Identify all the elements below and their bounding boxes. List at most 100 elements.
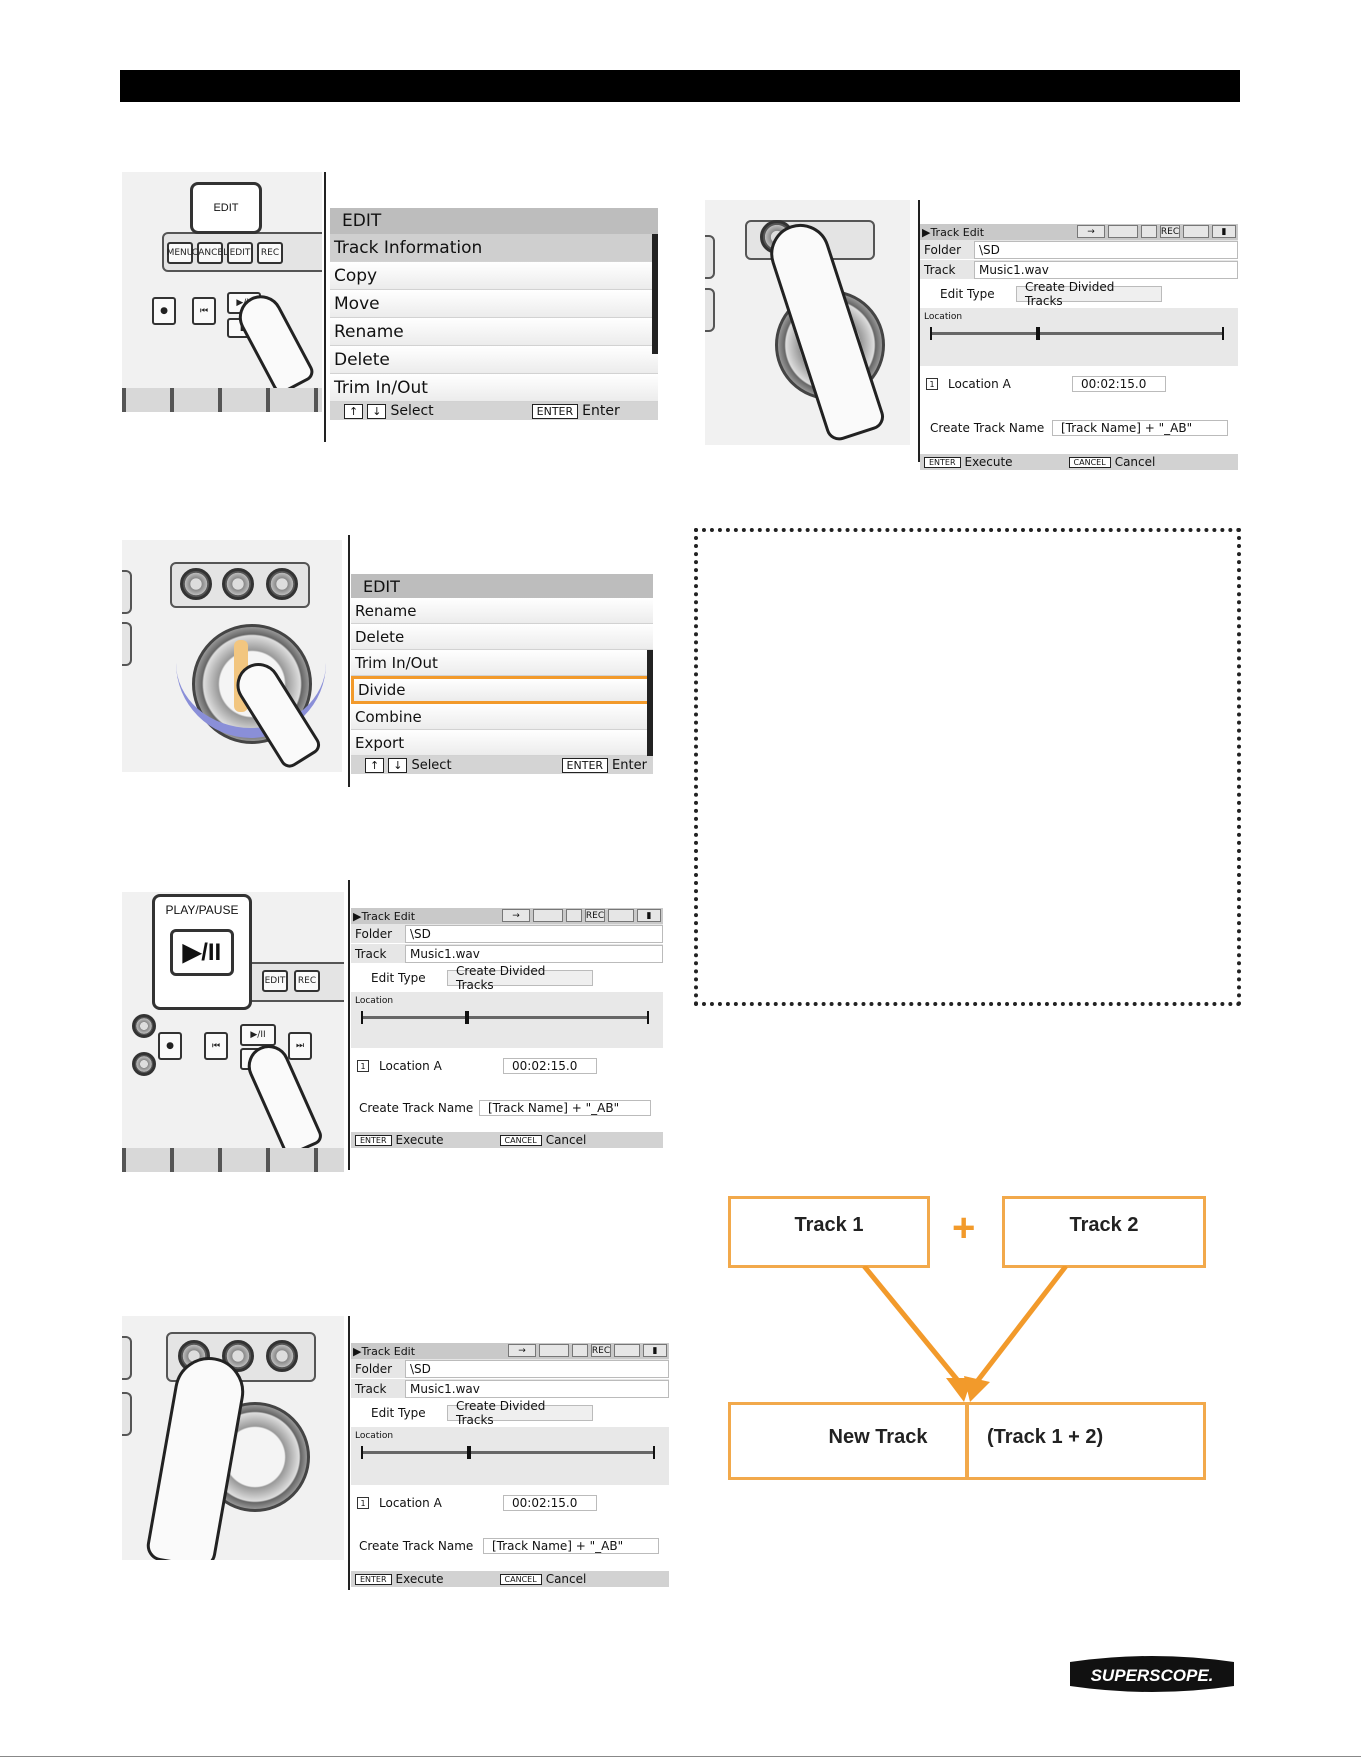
track-label: Track <box>355 946 387 961</box>
track-edit-title-bar: ▶Track Edit →REC▮ <box>351 908 663 924</box>
track-1-label: Track 1 <box>794 1213 864 1236</box>
enter-key: ENTER <box>924 456 961 468</box>
location-label: Location <box>355 996 394 1006</box>
menu-footer: ↑↓ Select ENTER Enter <box>330 402 658 420</box>
track-name-value[interactable]: [Track Name] + "_AB" <box>479 1100 651 1116</box>
folder-value: \SD <box>405 924 663 943</box>
location-number: 1 <box>357 1060 369 1072</box>
location-a-value[interactable]: 00:02:15.0 <box>1072 376 1166 392</box>
rec-indicator: REC <box>1160 225 1180 238</box>
photo-jog-knob <box>705 200 910 445</box>
menu-item-divide[interactable]: Divide <box>351 676 653 704</box>
header-bar <box>120 70 1240 102</box>
execute-label[interactable]: Execute <box>964 455 1013 469</box>
edit-type-value[interactable]: Create Divided Tracks <box>447 964 593 992</box>
folder-label: Folder <box>924 242 962 257</box>
track-name-label: Create Track Name <box>359 1101 474 1115</box>
arrow-icon: → <box>1077 225 1105 238</box>
execute-label[interactable]: Execute <box>395 1572 444 1586</box>
location-marker[interactable] <box>466 1446 471 1459</box>
finger-icon <box>231 287 317 397</box>
track-label: Track <box>355 1381 387 1396</box>
track-edit-title: ▶Track Edit <box>353 909 416 923</box>
location-bar[interactable] <box>361 1446 655 1459</box>
folder-value: \SD <box>974 240 1238 259</box>
menu-item-trim[interactable]: Trim In/Out <box>330 374 658 402</box>
battery-icon: ▮ <box>643 1344 667 1357</box>
track-edit-title: ▶Track Edit <box>353 1344 416 1358</box>
callout-edit-label: EDIT <box>213 202 239 214</box>
folder-label: Folder <box>355 926 393 941</box>
menu-item-move[interactable]: Move <box>330 290 658 318</box>
plus-icon: + <box>952 1206 976 1250</box>
location-number: 1 <box>926 378 938 390</box>
location-bar[interactable] <box>930 327 1224 340</box>
arrow-icon: → <box>508 1344 536 1357</box>
menu-item-rename[interactable]: Rename <box>330 318 658 346</box>
menu-item-copy[interactable]: Copy <box>330 262 658 290</box>
scrollbar[interactable] <box>652 234 658 354</box>
cancel-key: CANCEL <box>1068 456 1111 468</box>
arrow-icon: → <box>502 909 530 922</box>
down-arrow-icon: ↓ <box>388 757 408 773</box>
edit-type-value[interactable]: Create Divided Tracks <box>1016 280 1162 308</box>
track-name-value[interactable]: [Track Name] + "_AB" <box>483 1538 659 1554</box>
down-arrow-icon: ↓ <box>367 403 387 419</box>
menu-item-combine[interactable]: Combine <box>351 704 653 730</box>
callout-play-pause-label: PLAY/PAUSE <box>165 903 239 917</box>
track-name-label: Create Track Name <box>359 1539 474 1553</box>
track-name-value[interactable]: [Track Name] + "_AB" <box>1052 420 1228 436</box>
menu-footer: ↑↓ Select ENTER Enter <box>351 756 653 774</box>
folder-value: \SD <box>405 1359 669 1378</box>
edit-key-callout: EDIT <box>190 182 262 234</box>
edit-menu-top: EDIT Track Information Copy Move Rename … <box>330 208 658 428</box>
menu-item-track-information[interactable]: Track Information <box>330 234 658 262</box>
menu-item-export[interactable]: Export <box>351 730 653 756</box>
location-a-value[interactable]: 00:02:15.0 <box>503 1058 597 1074</box>
location-marker[interactable] <box>1035 327 1040 340</box>
edit-type-label: Edit Type <box>371 1406 426 1420</box>
location-a-value[interactable]: 00:02:15.0 <box>503 1495 597 1511</box>
menu-item-trim[interactable]: Trim In/Out <box>351 650 653 676</box>
new-track-label: New Track <box>828 1425 928 1448</box>
rec-indicator: REC <box>585 909 605 922</box>
track-label: Track <box>924 262 956 277</box>
rotate-arrow-icon <box>176 648 326 738</box>
location-label: Location <box>924 312 963 322</box>
menu-item-rename[interactable]: Rename <box>351 598 653 624</box>
location-a-label: Location A <box>948 377 1011 391</box>
track-value: Music1.wav <box>974 260 1238 279</box>
combined-track-box: (Track 1 + 2) <box>966 1402 1206 1480</box>
execute-label[interactable]: Execute <box>395 1133 444 1147</box>
cancel-key: CANCEL <box>499 1573 542 1585</box>
track-name-label: Create Track Name <box>930 421 1045 435</box>
scrollbar[interactable] <box>647 650 653 756</box>
cancel-label[interactable]: Cancel <box>545 1133 587 1147</box>
edit-type-value[interactable]: Create Divided Tracks <box>447 1399 593 1427</box>
combine-arrows-icon <box>862 1266 1068 1402</box>
edit-menu-divide: EDIT Rename Delete Trim In/Out Divide Co… <box>351 574 653 774</box>
enter-key: ENTER <box>561 757 609 773</box>
menu-item-delete[interactable]: Delete <box>351 624 653 650</box>
location-a-label: Location A <box>379 1059 442 1073</box>
menu-item-delete[interactable]: Delete <box>330 346 658 374</box>
photo-dial-rotate <box>122 540 342 772</box>
up-arrow-icon: ↑ <box>365 757 385 773</box>
location-panel: Location <box>351 1427 669 1485</box>
location-bar[interactable] <box>361 1011 649 1024</box>
play-pause-callout: PLAY/PAUSE ▶/II <box>152 894 252 1010</box>
finger-icon <box>241 1038 325 1158</box>
enter-key: ENTER <box>355 1134 392 1146</box>
cancel-label[interactable]: Cancel <box>545 1572 587 1586</box>
photo-edit-key: MENU CANCEL EDIT REC ● ⏮ ▶/II ■ EDIT <box>122 172 322 412</box>
photo-function-knob <box>122 1316 344 1560</box>
location-marker[interactable] <box>464 1011 469 1024</box>
track-value: Music1.wav <box>405 1379 669 1398</box>
footer-select: Select <box>390 403 434 419</box>
cancel-label[interactable]: Cancel <box>1114 455 1156 469</box>
